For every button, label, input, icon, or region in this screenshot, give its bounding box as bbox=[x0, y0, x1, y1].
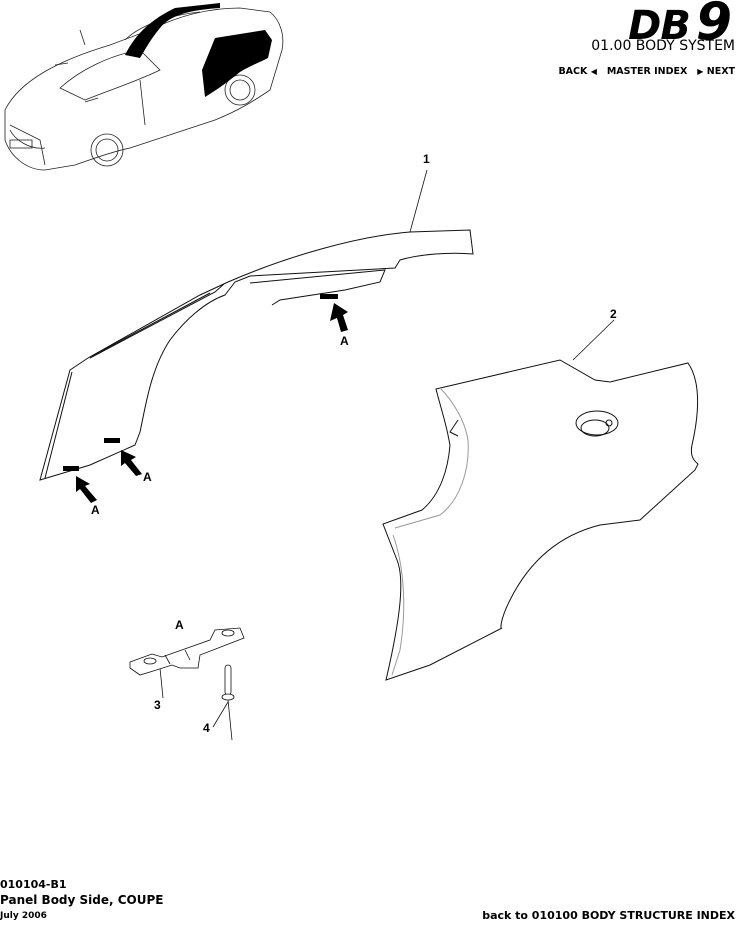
logo-db: DB bbox=[628, 3, 691, 49]
part-1-panel bbox=[39, 229, 474, 481]
callout-4: 4 bbox=[203, 721, 210, 735]
diagram-code: 010104-B1 bbox=[0, 878, 67, 891]
part-2-quarter-panel bbox=[382, 359, 699, 681]
callout-2: 2 bbox=[610, 307, 617, 321]
next-label: NEXT bbox=[706, 66, 735, 77]
callout-1: 1 bbox=[423, 152, 430, 166]
clip-markers bbox=[63, 294, 338, 471]
bracket-part-3 bbox=[129, 627, 245, 676]
highlighted-body-side bbox=[125, 3, 272, 97]
system-title: 01.00 BODY SYSTEM bbox=[591, 38, 735, 54]
arrow-icons bbox=[76, 303, 348, 503]
diagram-name: Panel Body Side, COUPE bbox=[0, 893, 164, 907]
master-index-button[interactable]: MASTER INDEX bbox=[606, 66, 688, 77]
callout-3: 3 bbox=[154, 698, 161, 712]
detail-label-a: A bbox=[143, 470, 152, 484]
rivet-part-4 bbox=[221, 664, 235, 741]
triangle-left-icon: ◀ bbox=[590, 67, 597, 76]
back-button[interactable]: BACK ◀ bbox=[558, 66, 596, 77]
detail-label-a: A bbox=[91, 503, 100, 517]
triangle-right-icon: ▶ bbox=[697, 67, 704, 76]
diagram-date: July 2006 bbox=[0, 911, 47, 921]
car-thumbnail bbox=[4, 7, 284, 171]
logo-nine: 9 bbox=[695, 0, 732, 52]
nav-bar: BACK ◀ MASTER INDEX ▶ NEXT bbox=[558, 66, 735, 77]
leader-lines bbox=[159, 169, 615, 728]
back-label: BACK bbox=[558, 66, 588, 77]
back-to-index-link[interactable]: back to 010100 BODY STRUCTURE INDEX bbox=[482, 909, 735, 922]
detail-title-a: A bbox=[175, 618, 184, 632]
next-button[interactable]: ▶ NEXT bbox=[697, 66, 735, 77]
detail-label-a: A bbox=[340, 334, 349, 348]
